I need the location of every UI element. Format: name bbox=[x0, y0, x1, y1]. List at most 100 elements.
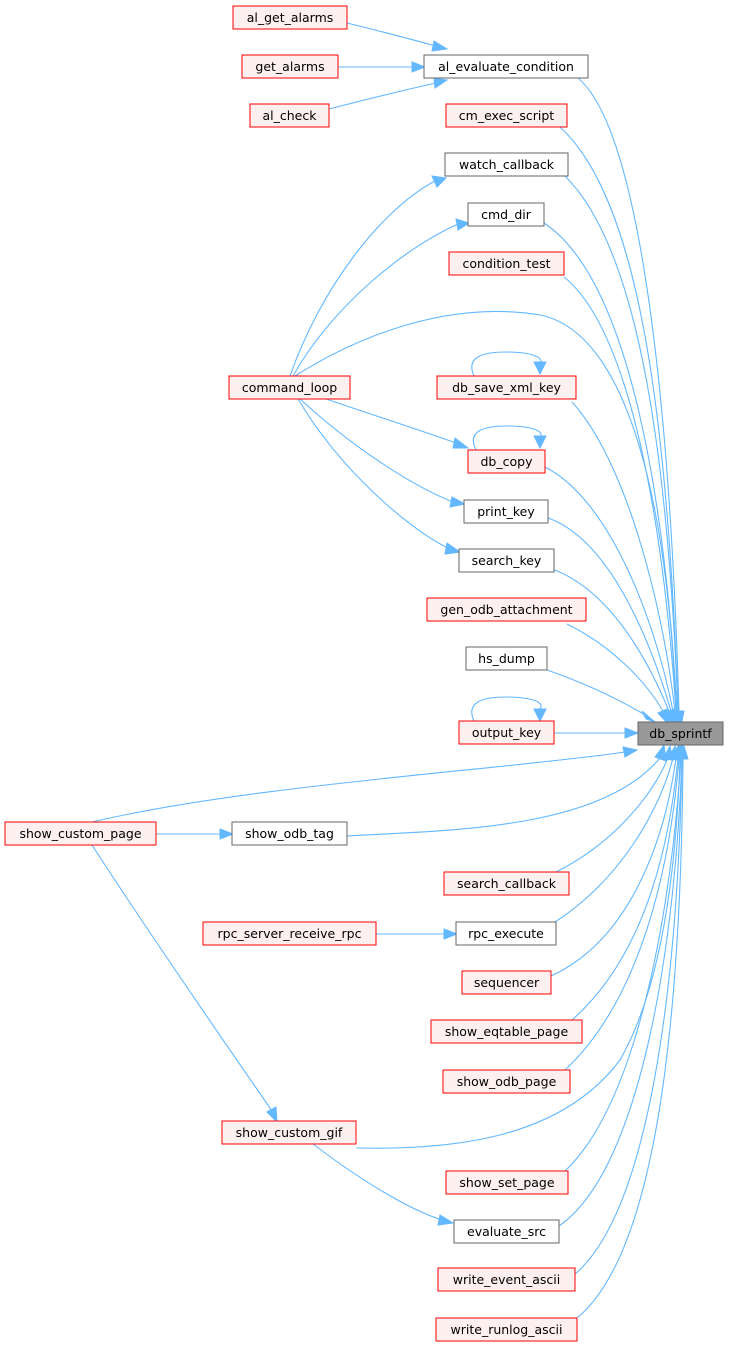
edge-line bbox=[544, 466, 674, 712]
call-graph-edges bbox=[91, 22, 689, 1319]
node-box bbox=[430, 1019, 583, 1044]
edge-arrowhead bbox=[449, 496, 467, 508]
node-box bbox=[202, 921, 377, 946]
edge-al-check-to-al-evaluate-condition bbox=[328, 77, 449, 110]
node-rpc-server-receive-rpc[interactable]: rpc_server_receive_rpc bbox=[202, 921, 377, 946]
node-al-check[interactable]: al_check bbox=[249, 103, 330, 128]
node-condition-test[interactable]: condition_test bbox=[448, 251, 565, 276]
edge-line bbox=[564, 757, 682, 1172]
node-watch-callback[interactable]: watch_callback bbox=[444, 152, 569, 177]
node-box bbox=[4, 821, 157, 846]
edge-line bbox=[577, 77, 680, 712]
edge-arrowhead bbox=[677, 744, 689, 760]
node-label: write_event_ascii bbox=[453, 1272, 561, 1287]
node-db-copy[interactable]: db_copy bbox=[467, 449, 546, 474]
edge-sequencer-to-db-sprintf bbox=[550, 744, 682, 977]
edge-line bbox=[571, 757, 679, 1021]
edge-arrowhead bbox=[455, 218, 471, 231]
node-show-eqtable-page[interactable]: show_eqtable_page bbox=[430, 1019, 583, 1044]
edge-line bbox=[564, 175, 679, 712]
edge-line bbox=[559, 126, 679, 712]
edge-line bbox=[576, 757, 684, 1319]
edge-gen-odb-attachment-to-db-sprintf bbox=[566, 623, 670, 727]
node-cmd-dir[interactable]: cmd_dir bbox=[467, 202, 545, 227]
node-box bbox=[443, 871, 570, 896]
node-label: output_key bbox=[472, 725, 542, 740]
node-label: watch_callback bbox=[459, 157, 555, 172]
node-label: show_eqtable_page bbox=[445, 1024, 569, 1039]
edge-command-loop-to-cmd-dir bbox=[292, 218, 471, 377]
node-label: al_check bbox=[263, 108, 318, 123]
edge-arrowhead bbox=[452, 437, 470, 449]
node-show-odb-page[interactable]: show_odb_page bbox=[442, 1069, 571, 1094]
node-box bbox=[445, 103, 568, 128]
node-show-set-page[interactable]: show_set_page bbox=[445, 1170, 569, 1195]
node-label: show_odb_tag bbox=[245, 826, 334, 841]
node-db-save-xml-key[interactable]: db_save_xml_key bbox=[436, 375, 577, 400]
node-print-key[interactable]: print_key bbox=[463, 499, 549, 524]
node-cm-exec-script[interactable]: cm_exec_script bbox=[445, 103, 568, 128]
node-search-callback[interactable]: search_callback bbox=[443, 871, 570, 896]
edge-cmd-dir-to-db-sprintf bbox=[543, 222, 683, 728]
node-box bbox=[458, 548, 555, 573]
node-gen-odb-attachment[interactable]: gen_odb_attachment bbox=[426, 597, 587, 622]
node-label: rpc_execute bbox=[468, 926, 544, 941]
node-label: gen_odb_attachment bbox=[440, 602, 572, 617]
node-label: cmd_dir bbox=[481, 207, 532, 222]
node-write-runlog-ascii[interactable]: write_runlog_ascii bbox=[435, 1317, 578, 1342]
edge-arrowhead bbox=[533, 435, 547, 450]
node-box bbox=[221, 1120, 357, 1145]
node-show-custom-page[interactable]: show_custom_page bbox=[4, 821, 157, 846]
edge-command-loop-to-watch-callback bbox=[289, 175, 448, 377]
node-box bbox=[249, 103, 330, 128]
node-label: show_odb_page bbox=[457, 1074, 557, 1089]
node-hs-dump[interactable]: hs_dump bbox=[465, 646, 548, 671]
node-db-sprintf[interactable]: db_sprintf bbox=[637, 721, 724, 746]
call-graph-nodes: db_sprintf al_get_alarms get_alarms al_chec… bbox=[4, 5, 724, 1342]
node-al-get-alarms[interactable]: al_get_alarms bbox=[232, 5, 348, 30]
node-write-event-ascii[interactable]: write_event_ascii bbox=[437, 1267, 576, 1292]
node-command-loop[interactable]: command_loop bbox=[228, 375, 351, 400]
edge-output-key-to-db-sprintf bbox=[554, 727, 640, 739]
edge-line bbox=[574, 757, 683, 1275]
edge-rpc-server-receive-rpc-to-rpc-execute bbox=[376, 928, 459, 940]
node-al-evaluate-condition[interactable]: al_evaluate_condition bbox=[423, 54, 589, 79]
node-output-key[interactable]: output_key bbox=[458, 720, 555, 745]
edge-line bbox=[551, 568, 670, 712]
edge-arrowhead bbox=[431, 40, 449, 52]
node-box bbox=[228, 375, 351, 400]
edge-line bbox=[91, 844, 273, 1112]
node-sequencer[interactable]: sequencer bbox=[461, 970, 552, 995]
node-label: print_key bbox=[477, 504, 535, 519]
edge-line bbox=[346, 757, 661, 837]
node-box bbox=[442, 1069, 571, 1094]
edge-line bbox=[471, 696, 542, 722]
edge-command-loop-to-db-copy bbox=[325, 398, 470, 449]
edge-arrowhead bbox=[443, 928, 459, 940]
edge-arrowhead bbox=[533, 708, 547, 723]
node-evaluate-src[interactable]: evaluate_src bbox=[453, 1219, 560, 1244]
node-box bbox=[637, 721, 724, 746]
edge-show-custom-page-to-show-odb-tag bbox=[156, 828, 235, 840]
node-search-key[interactable]: search_key bbox=[458, 548, 555, 573]
node-show-custom-gif[interactable]: show_custom_gif bbox=[221, 1120, 357, 1145]
edge-write-runlog-ascii-to-db-sprintf bbox=[576, 744, 689, 1319]
edge-arrowhead bbox=[444, 542, 462, 555]
node-rpc-execute[interactable]: rpc_execute bbox=[455, 921, 557, 946]
edge-line bbox=[328, 82, 437, 110]
node-label: show_custom_page bbox=[19, 826, 141, 841]
edge-show-odb-page-to-db-sprintf bbox=[564, 744, 685, 1071]
node-get-alarms[interactable]: get_alarms bbox=[241, 54, 339, 79]
edge-show-custom-gif-to-evaluate-src bbox=[312, 1143, 455, 1226]
edge-write-event-ascii-to-db-sprintf bbox=[574, 744, 688, 1275]
edge-line bbox=[564, 757, 680, 1071]
node-box bbox=[445, 1170, 569, 1195]
node-show-odb-tag[interactable]: show_odb_tag bbox=[231, 821, 348, 846]
edge-line bbox=[473, 425, 542, 451]
node-box bbox=[426, 597, 587, 622]
edge-al-evaluate-condition-to-db-sprintf bbox=[577, 77, 685, 728]
node-label: write_runlog_ascii bbox=[451, 1322, 563, 1337]
node-box bbox=[465, 646, 548, 671]
edge-output-key-to-output-key bbox=[471, 696, 547, 723]
